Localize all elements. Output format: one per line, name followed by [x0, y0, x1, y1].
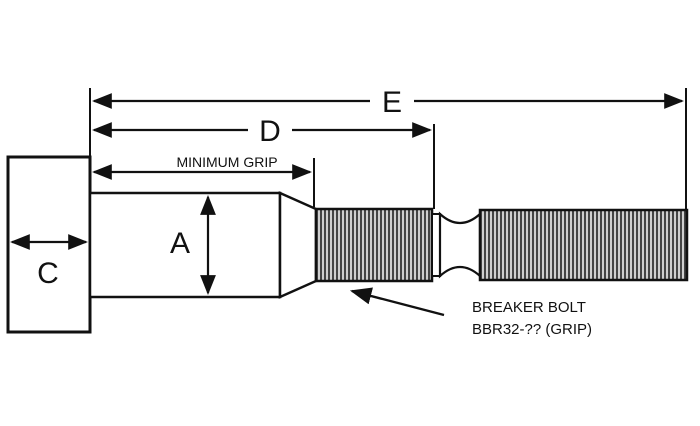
break-groove: [438, 211, 482, 279]
bolt-head: [6, 155, 92, 334]
label-c: C: [37, 257, 59, 290]
label-e: E: [382, 86, 402, 119]
label-a: A: [170, 227, 190, 260]
bolt-shank: [88, 191, 282, 299]
shoulder: [431, 213, 441, 277]
thread-section-1: [314, 207, 434, 283]
label-d: D: [259, 115, 281, 148]
bolt-taper: [278, 191, 318, 299]
callout-line-2: BBR32-?? (GRIP): [472, 321, 592, 338]
label-minimum-grip: MINIMUM GRIP: [176, 154, 277, 170]
callout-leader-arrow: [349, 287, 445, 317]
thread-section-2: [478, 208, 689, 282]
callout-line-1: BREAKER BOLT: [472, 299, 586, 316]
